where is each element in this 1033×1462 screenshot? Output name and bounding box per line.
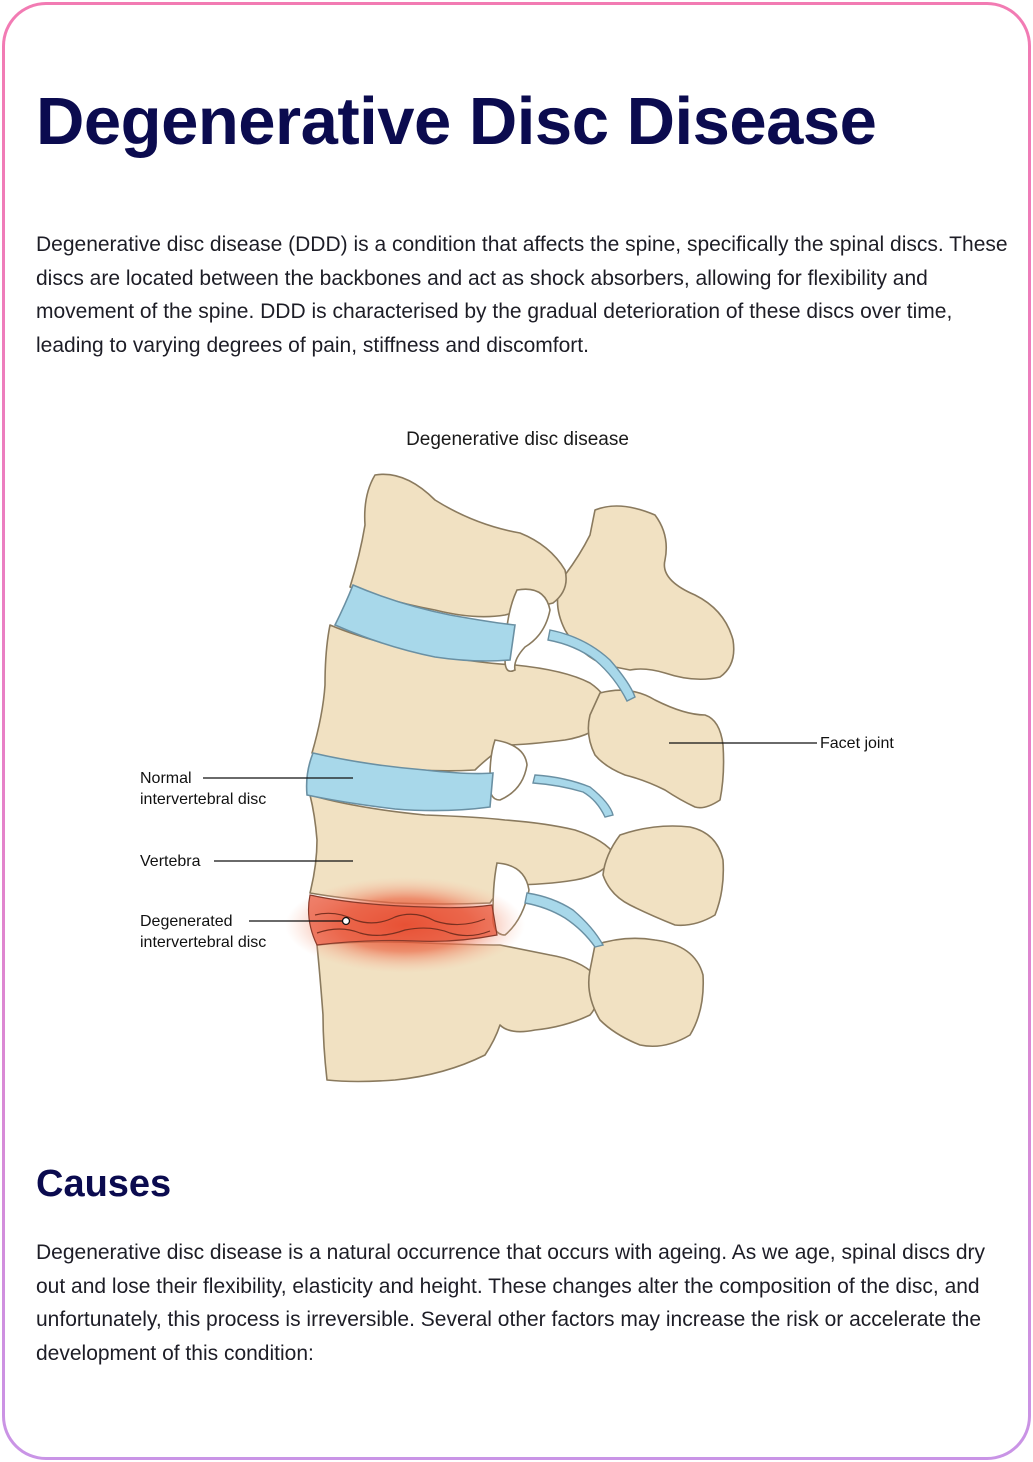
causes-paragraph: Degenerative disc disease is a natural o… [36,1241,985,1365]
page-title: Degenerative Disc Disease [36,84,877,159]
degenerated-disc-label-line1: Degenerated [140,913,233,930]
degenerated-disc-label: Degenerated intervertebral disc [140,911,266,953]
intro-paragraph: Degenerative disc disease (DDD) is a con… [36,233,1008,357]
normal-intervertebral-disc [305,752,494,812]
second-spinous-process [587,689,725,809]
third-spinous-process [602,825,725,927]
third-vertebral-body [309,794,616,905]
top-spinous-process [556,505,735,681]
facet-joint-label: Facet joint [820,735,894,752]
normal-disc-label-line1: Normal [140,770,192,787]
causes-heading: Causes [36,1163,172,1205]
second-vertebral-body [311,624,609,772]
normal-disc-label: Normal intervertebral disc [140,768,266,810]
upper-normal-disc [333,583,516,662]
degenerated-disc-label-line2: intervertebral disc [140,934,267,951]
spine-illustration-figure: Degenerative disc disease [5,415,1030,1105]
normal-disc-label-line2: intervertebral disc [140,791,267,808]
article-card-body: Degenerative Disc Disease Degenerative d… [5,5,1028,1457]
figure-title: Degenerative disc disease [406,429,629,450]
spine-illustration [203,473,817,1083]
vertebra-label: Vertebra [140,853,201,870]
bottom-spinous-process [587,937,705,1048]
